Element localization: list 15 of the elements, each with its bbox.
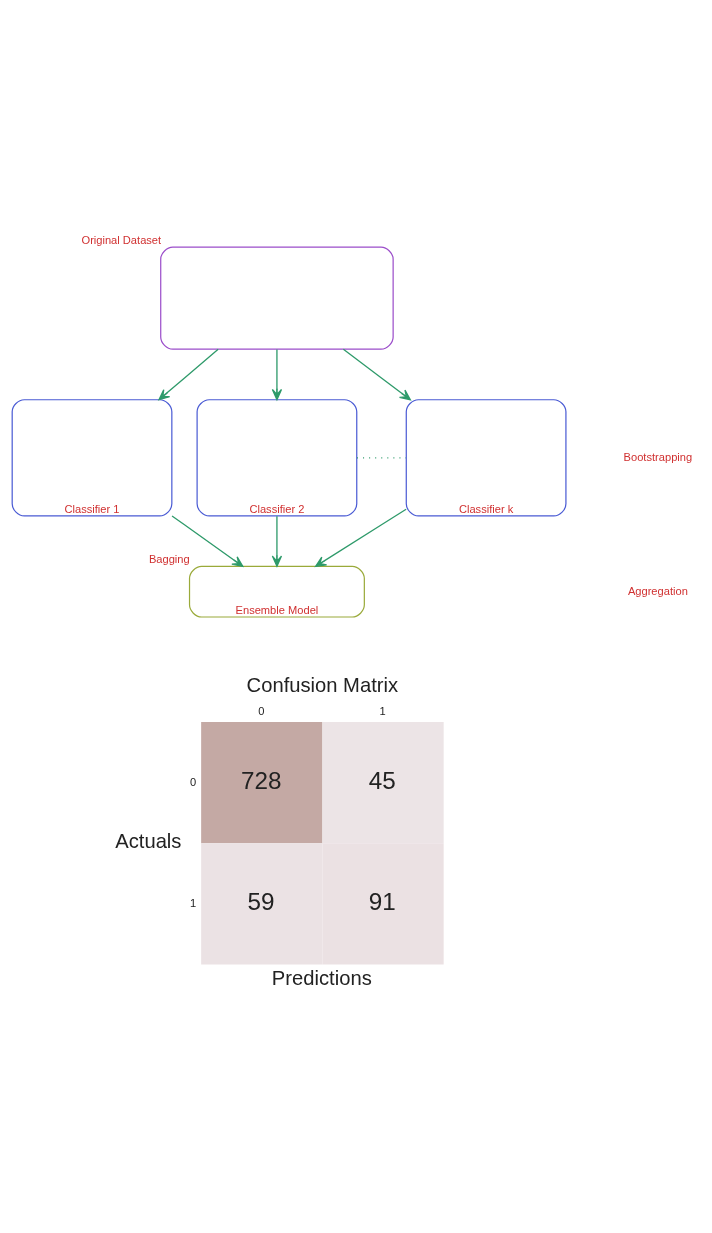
label: 45 bbox=[368, 766, 396, 794]
label: Bootstrapping bbox=[623, 450, 693, 463]
label: 1 bbox=[190, 896, 197, 909]
label: Predictions bbox=[271, 966, 372, 989]
label: Confusion Matrix bbox=[246, 673, 399, 696]
label: 59 bbox=[247, 887, 275, 915]
label: 91 bbox=[368, 887, 396, 915]
label: Actuals bbox=[115, 829, 182, 852]
label: Aggregation bbox=[627, 584, 688, 597]
label: 1 bbox=[379, 704, 386, 717]
label: 0 bbox=[258, 704, 265, 717]
label: 0 bbox=[190, 775, 197, 788]
label: 728 bbox=[241, 766, 282, 794]
node-label: Bagging bbox=[148, 552, 190, 565]
node-label: Original Dataset bbox=[81, 233, 162, 246]
